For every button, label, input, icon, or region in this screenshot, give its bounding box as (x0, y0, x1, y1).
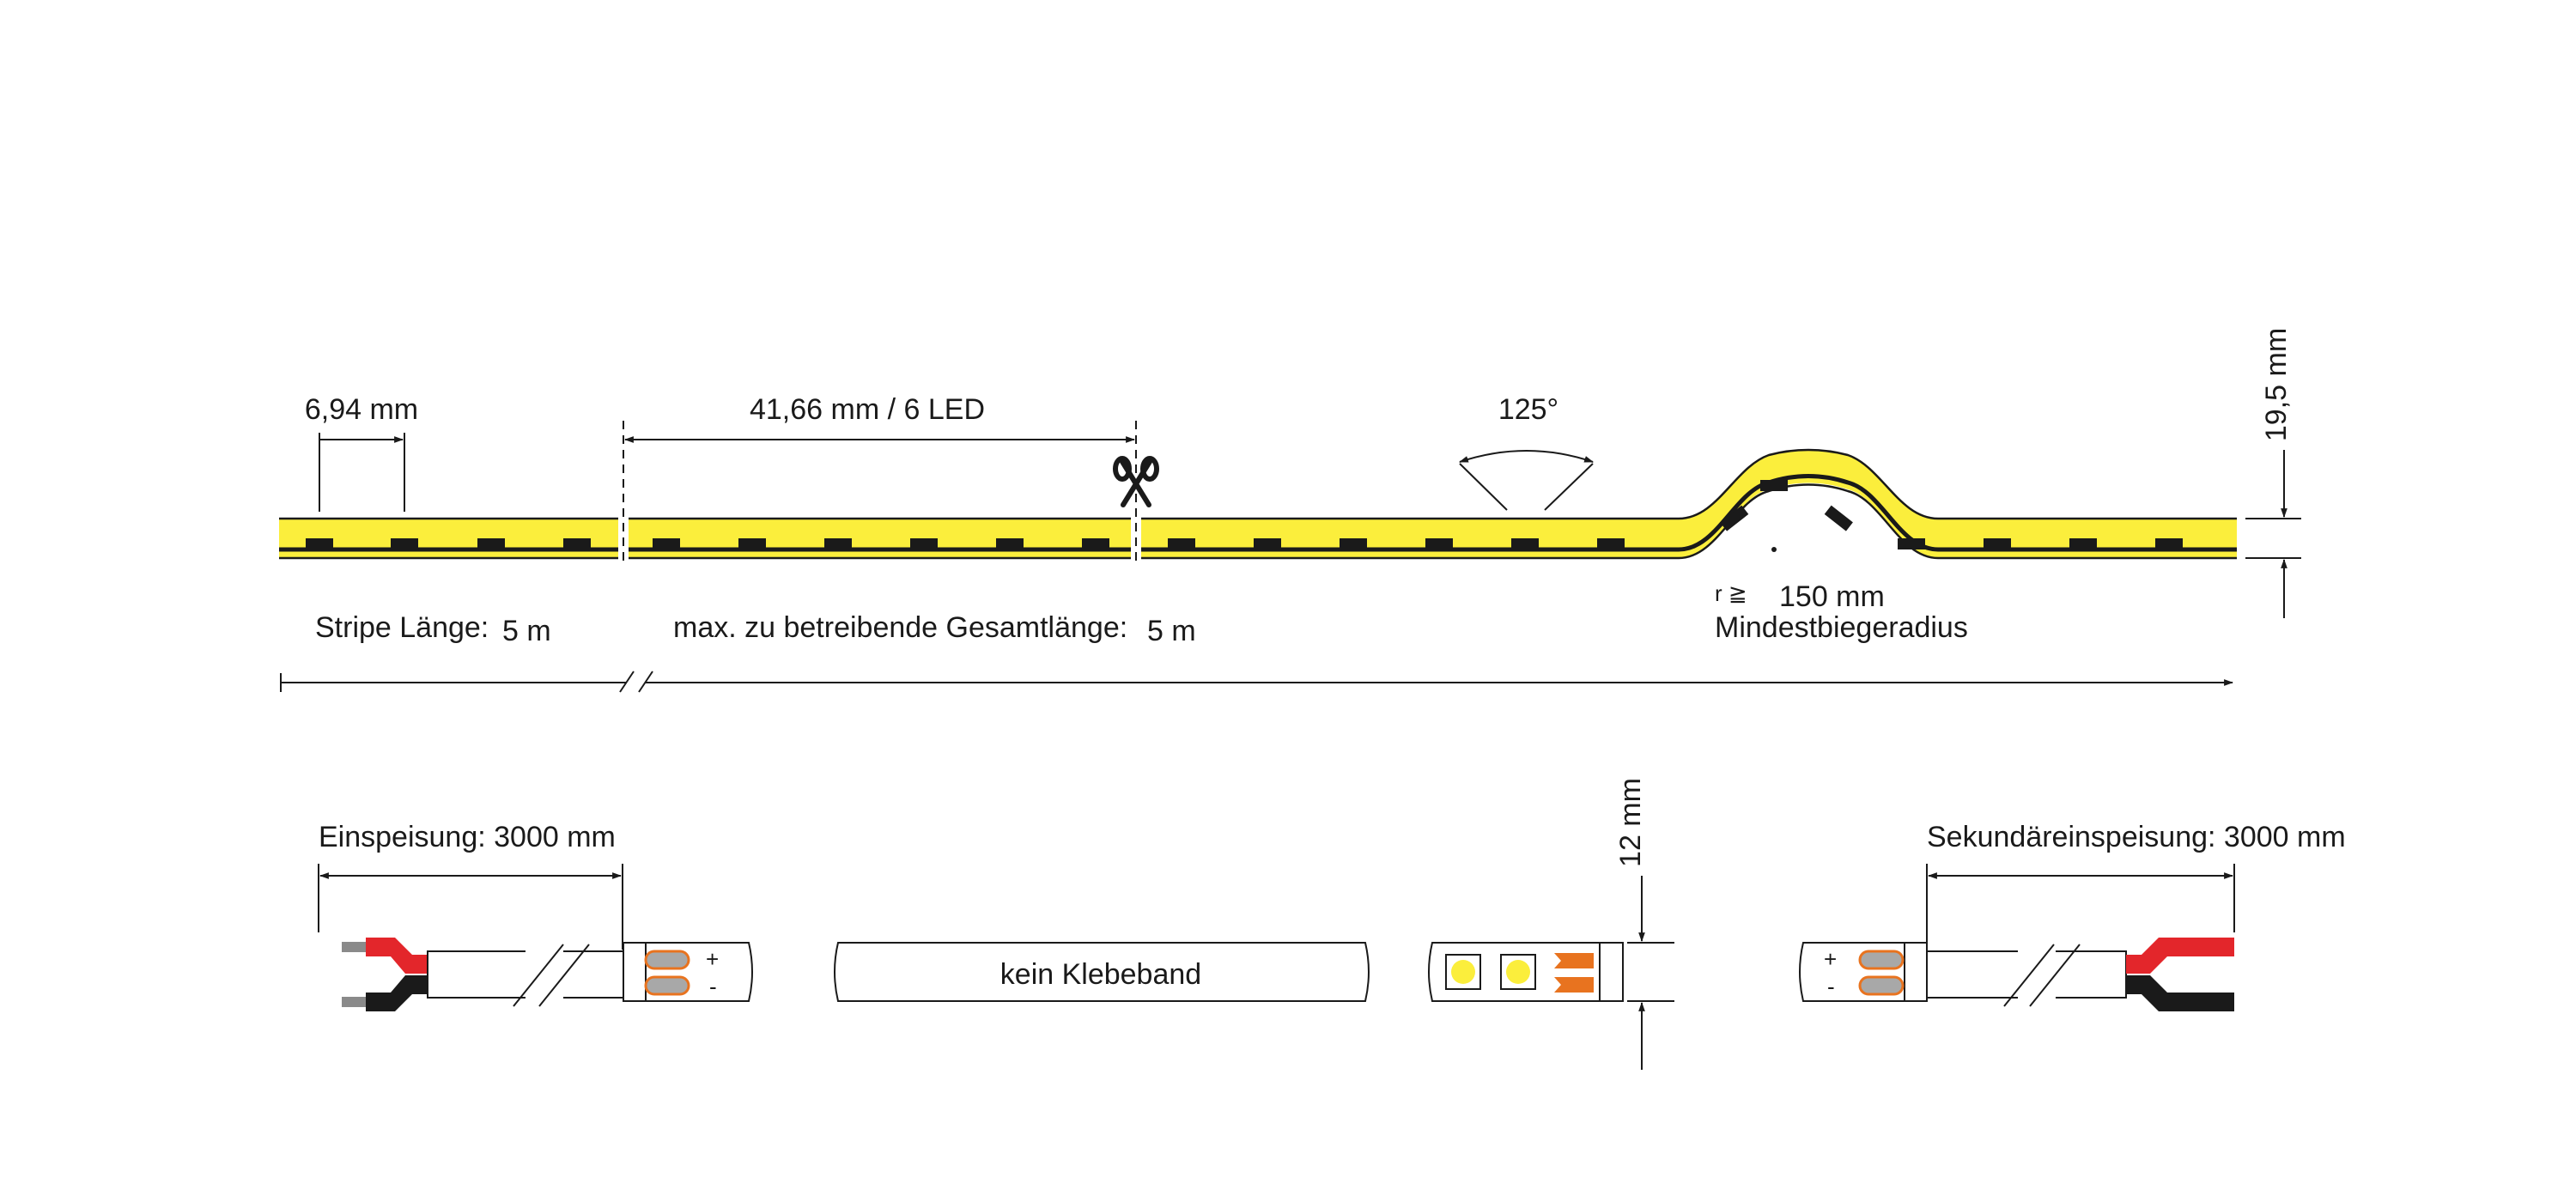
led-chip (477, 538, 505, 549)
solder-pad-bottom (1554, 977, 1594, 993)
scissors-icon (1113, 456, 1159, 507)
wire-red (366, 938, 428, 974)
led-chip (1340, 538, 1367, 549)
beam-angle-label: 125° (1498, 393, 1558, 426)
strip-end-right: + - (1799, 942, 1928, 1002)
cut-segment-label: 41,66 mm / 6 LED (750, 393, 985, 426)
end-cap (1904, 942, 1928, 1002)
polarity-plus: + (706, 946, 719, 972)
led-chip (1720, 505, 1749, 531)
no-adhesive-strip (834, 942, 1370, 1002)
led-chip (1425, 538, 1453, 549)
cable-break-slash (2029, 944, 2081, 1007)
led-pitch-label: 6,94 mm (305, 393, 418, 426)
led-chip (1984, 538, 2011, 549)
secondary-feed-dimension (1926, 864, 2235, 950)
radius-value: 150 mm (1779, 580, 1885, 613)
feed-cable (342, 938, 626, 1011)
stripe-length-value: 5 m (502, 615, 551, 647)
max-length-label: max. zu betreibende Gesamtlänge: (673, 611, 1127, 644)
stripe-length-label: Stripe Länge: (315, 611, 489, 644)
led-chip (824, 538, 852, 549)
led-chips (306, 480, 2183, 549)
wire-core-red (342, 942, 366, 952)
contact-plus (1858, 950, 1905, 970)
secondary-feed-label: Sekundäreinspeisung: 3000 mm (1927, 821, 2346, 853)
wire-black (2126, 975, 2234, 1011)
led-chip (1168, 538, 1195, 549)
led-chip (1511, 538, 1539, 549)
led-pitch-dimension (319, 433, 405, 512)
led-chip (1760, 480, 1788, 491)
contact-minus (1858, 975, 1905, 996)
strip-body (279, 450, 2237, 558)
led-chip (910, 538, 938, 549)
feed-dimension (318, 864, 623, 950)
wire-core-black (342, 997, 366, 1007)
cable-break-slash (513, 944, 564, 1007)
led-chip (391, 538, 418, 549)
height-label: 19,5 mm (2260, 328, 2293, 441)
led-chip (1082, 538, 1109, 549)
led-chip (653, 538, 680, 549)
secondary-feed-cable (1926, 938, 2234, 1011)
contact-minus (644, 975, 690, 996)
solder-pad-top (1554, 953, 1594, 968)
end-cap (1599, 942, 1624, 1002)
bend-center-point (1771, 547, 1777, 552)
width-dimension (1627, 876, 1674, 1070)
no-adhesive-label: kein Klebeband (1000, 958, 1201, 991)
led-die-1 (1451, 960, 1475, 984)
beam-angle-indicator (1458, 450, 1595, 511)
strip-end-left: + - (623, 942, 753, 1002)
wire-red (2126, 938, 2234, 974)
led-chip (563, 538, 591, 549)
strip-top-edge (279, 448, 2237, 520)
polarity-plus: + (1824, 946, 1837, 972)
strip-bottom-edge (279, 483, 2237, 560)
led-chip (1597, 538, 1625, 549)
contact-plus (644, 950, 690, 970)
strip-front-view (1428, 942, 1624, 1002)
led-chip (2069, 538, 2097, 549)
end-cap (623, 942, 647, 1002)
wire-black (366, 975, 428, 1011)
radius-caption: Mindestbiegeradius (1715, 611, 1968, 644)
strip-top-view (279, 421, 2237, 567)
height-dimension (2245, 450, 2301, 618)
feed-label: Einspeisung: 3000 mm (319, 821, 616, 853)
strip-pcb-line (279, 474, 2237, 552)
width-label: 12 mm (1614, 778, 1647, 867)
polarity-minus: - (1827, 974, 1835, 999)
led-chip (996, 538, 1024, 549)
polarity-minus: - (709, 974, 717, 999)
led-chip (1898, 538, 1925, 549)
cable-break-slash (2003, 944, 2055, 1007)
cable-break-mask (526, 948, 563, 1001)
led-chip (2155, 538, 2183, 549)
max-length-value: 5 m (1147, 615, 1196, 647)
cable-break-mask (2018, 948, 2056, 1001)
cable-break-slash (538, 944, 590, 1007)
led-chip (738, 538, 766, 549)
led-die-2 (1506, 960, 1530, 984)
led-chip (1254, 538, 1281, 549)
led-chip (306, 538, 333, 549)
radius-symbol: r ≧ (1715, 580, 1747, 606)
total-length-dimension (280, 671, 2234, 693)
led-chip (1824, 505, 1853, 531)
